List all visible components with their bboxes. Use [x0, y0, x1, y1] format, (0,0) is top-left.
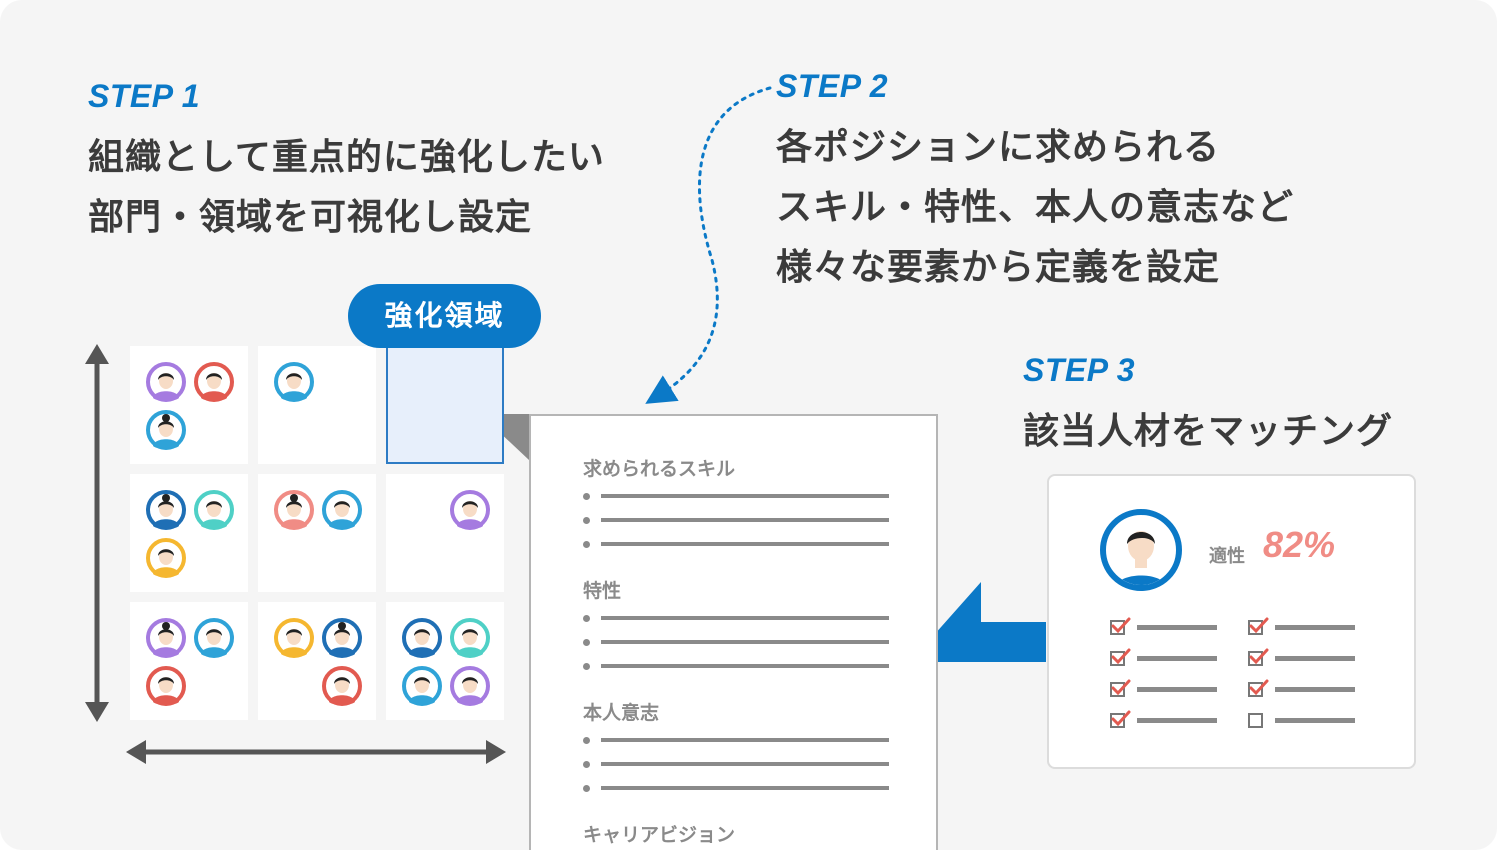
step3-text: 該当人材をマッチング: [1023, 402, 1393, 462]
matrix-cell: [130, 346, 248, 464]
matrix-cell: [386, 602, 504, 720]
match-result-card: 適性 82%: [1047, 474, 1416, 769]
person-avatar-icon: [274, 618, 314, 658]
step2-text: 各ポジションに求められる スキル・特性、本人の意志など 様々な要素から定義を設定: [776, 118, 1294, 298]
doc-bullet: [583, 761, 590, 768]
person-avatar-icon: [146, 666, 186, 706]
criteria-line: [1137, 625, 1217, 630]
person-avatar-icon: [450, 666, 490, 706]
matrix-cell: [130, 602, 248, 720]
fit-score: 82%: [1263, 524, 1336, 565]
person-avatar-icon: [322, 490, 362, 530]
doc-bullet: [583, 737, 590, 744]
doc-bullet: [583, 517, 590, 524]
criteria-line: [1137, 687, 1217, 692]
doc-bullet: [583, 541, 590, 548]
doc-text-line: [601, 738, 889, 742]
step2-line-1: 各ポジションに求められる: [776, 127, 1221, 168]
person-avatar-icon: [146, 362, 186, 402]
person-avatar-icon: [450, 490, 490, 530]
person-avatar-icon: [146, 490, 186, 530]
doc-text-line: [601, 786, 889, 790]
criteria-line: [1275, 687, 1355, 692]
person-avatar-icon: [322, 666, 362, 706]
checked-box-icon: [1109, 678, 1131, 700]
step1-line-1: 組織として重点的に強化したい: [88, 137, 605, 178]
fit-label: 適性: [1209, 546, 1245, 567]
criteria-line: [1137, 656, 1217, 661]
person-avatar-icon: [402, 618, 442, 658]
doc-bullet: [583, 639, 590, 646]
step1-line-2: 部門・領域を可視化し設定: [88, 197, 533, 238]
person-avatar-icon: [274, 490, 314, 530]
dotted-connector-arrow: [645, 86, 772, 404]
matrix-cell: [258, 346, 376, 464]
doc-section-intention: 本人意志: [583, 702, 660, 724]
horizontal-axis-arrow: [126, 740, 506, 764]
doc-section-skills: 求められるスキル: [583, 458, 736, 480]
step2-label: STEP 2: [776, 68, 889, 104]
matrix-cell: [258, 602, 376, 720]
doc-bullet: [583, 785, 590, 792]
matrix-cell: [386, 474, 504, 592]
step2-line-2: スキル・特性、本人の意志など: [776, 187, 1295, 228]
person-avatar-icon: [194, 490, 234, 530]
doc-text-line: [601, 762, 889, 766]
doc-text-line: [601, 494, 889, 498]
criteria-line: [1275, 656, 1355, 661]
unchecked-box-icon: [1247, 709, 1269, 731]
doc-text-line: [601, 616, 889, 620]
doc-section-career-vision: キャリアビジョン: [583, 824, 736, 846]
person-avatar-icon: [146, 538, 186, 578]
checked-box-icon: [1109, 616, 1131, 638]
matrix-cell: [386, 346, 504, 464]
criteria-line: [1275, 718, 1355, 723]
vertical-axis-arrow: [85, 344, 109, 722]
person-avatar-icon: [146, 618, 186, 658]
doc-bullet: [583, 663, 590, 670]
person-avatar-icon: [450, 618, 490, 658]
position-requirements-document: 求められるスキル 特性 本人意志 キャリアビジョン: [529, 414, 938, 850]
checked-box-icon: [1109, 709, 1131, 731]
doc-text-line: [601, 518, 889, 522]
doc-text-line: [601, 664, 889, 668]
person-avatar-icon: [402, 666, 442, 706]
candidate-avatar: [1100, 509, 1182, 591]
matrix-cell: [130, 474, 248, 592]
person-avatar-icon: [322, 618, 362, 658]
doc-text-line: [601, 640, 889, 644]
focus-area-bubble: 強化領域: [348, 284, 541, 348]
step3-label: STEP 3: [1023, 352, 1136, 388]
step1-label: STEP 1: [88, 78, 201, 114]
doc-section-traits: 特性: [583, 580, 622, 602]
match-arrow: [910, 582, 1046, 662]
step1-text: 組織として重点的に強化したい 部門・領域を可視化し設定: [88, 128, 605, 248]
doc-bullet: [583, 615, 590, 622]
checked-box-icon: [1247, 647, 1269, 669]
criteria-line: [1275, 625, 1355, 630]
checked-box-icon: [1109, 647, 1131, 669]
doc-bullet: [583, 493, 590, 500]
person-avatar-icon: [274, 362, 314, 402]
matrix-cell: [258, 474, 376, 592]
checked-box-icon: [1247, 678, 1269, 700]
person-avatar-icon: [194, 362, 234, 402]
step3-line-1: 該当人材をマッチング: [1023, 411, 1394, 452]
checked-box-icon: [1247, 616, 1269, 638]
doc-text-line: [601, 542, 889, 546]
criteria-line: [1137, 718, 1217, 723]
person-avatar-icon: [194, 618, 234, 658]
step2-line-3: 様々な要素から定義を設定: [776, 247, 1221, 288]
person-avatar-icon: [146, 410, 186, 450]
